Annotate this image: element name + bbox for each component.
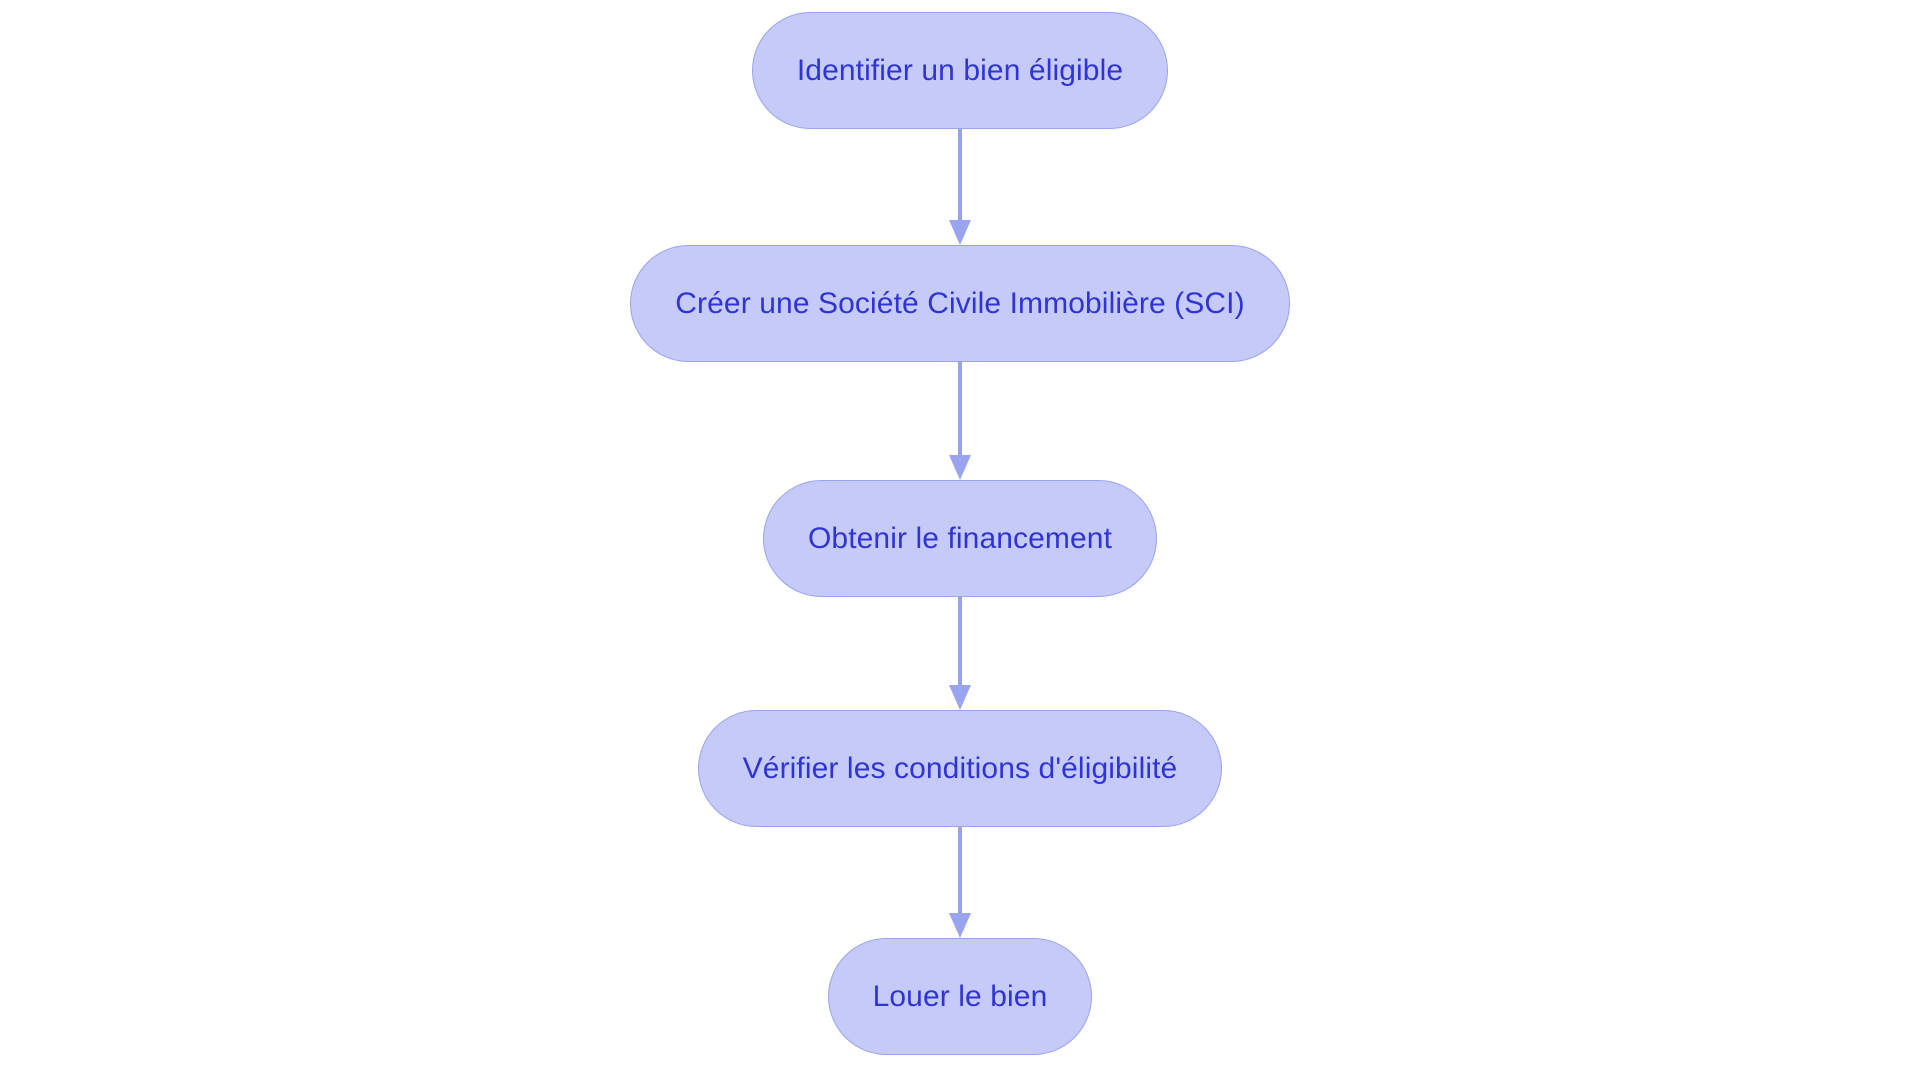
flowchart-node-louer-le-bien[interactable]: Louer le bien xyxy=(827,938,1093,1055)
down-arrow-icon xyxy=(949,220,971,245)
flowchart-connector-2 xyxy=(940,362,980,480)
down-arrow-icon xyxy=(949,455,971,480)
flowchart-node-label: Vérifier les conditions d'éligibilité xyxy=(742,751,1178,785)
down-arrow-icon xyxy=(949,913,971,938)
connector-line xyxy=(958,129,962,220)
flowchart-connector-4 xyxy=(940,827,980,938)
connector-line xyxy=(958,362,962,455)
flowchart-node-label: Obtenir le financement xyxy=(807,521,1113,555)
flowchart-connector-3 xyxy=(940,597,980,710)
flowchart-connector-1 xyxy=(940,129,980,245)
flowchart-node-label: Créer une Société Civile Immobilière (SC… xyxy=(675,286,1245,320)
flowchart-node-creer-une-societe-civile-immobiliere[interactable]: Créer une Société Civile Immobilière (SC… xyxy=(630,245,1290,362)
flowchart-node-identifier-un-bien-eligible[interactable]: Identifier un bien éligible xyxy=(751,12,1169,129)
flowchart-node-label: Identifier un bien éligible xyxy=(796,53,1124,87)
flowchart-node-obtenir-le-financement[interactable]: Obtenir le financement xyxy=(762,480,1158,597)
flowchart-node-verifier-les-conditions-d-eligibilite[interactable]: Vérifier les conditions d'éligibilité xyxy=(697,710,1223,827)
connector-line xyxy=(958,597,962,685)
flowchart-node-label: Louer le bien xyxy=(872,979,1048,1013)
down-arrow-icon xyxy=(949,685,971,710)
connector-line xyxy=(958,827,962,913)
